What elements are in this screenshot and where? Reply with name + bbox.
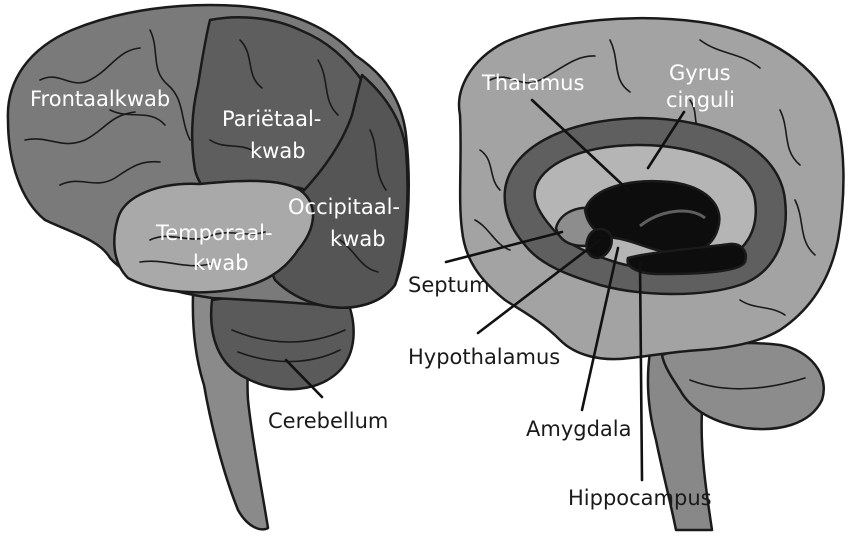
label-temporaalkwab-line1: Temporaal-: [155, 221, 273, 245]
label-septum: Septum: [408, 273, 490, 297]
amygdala-node: [586, 229, 611, 258]
lateral-brain-view: Frontaalkwab Pariëtaal- kwab Occipitaal-…: [8, 5, 409, 529]
label-parietaalkwab-line1: Pariëtaal-: [222, 107, 321, 131]
label-occipitaalkwab-line2: kwab: [330, 227, 386, 251]
label-hypothalamus: Hypothalamus: [408, 345, 560, 369]
medial-brain-view: Thalamus Gyrus cinguli Septum Hypothalam…: [408, 18, 843, 530]
label-gyrus-cinguli-line1: Gyrus: [669, 61, 731, 85]
label-amygdala: Amygdala: [526, 417, 631, 441]
label-temporaalkwab-line2: kwab: [193, 251, 249, 275]
label-gyrus-cinguli-line2: cinguli: [666, 88, 735, 112]
label-occipitaalkwab-line1: Occipitaal-: [288, 195, 400, 219]
label-thalamus: Thalamus: [481, 71, 584, 95]
label-frontaalkwab: Frontaalkwab: [30, 87, 170, 111]
label-hippocampus: Hippocampus: [568, 486, 712, 510]
label-parietaalkwab-line2: kwab: [250, 139, 306, 163]
label-cerebellum: Cerebellum: [268, 409, 388, 433]
